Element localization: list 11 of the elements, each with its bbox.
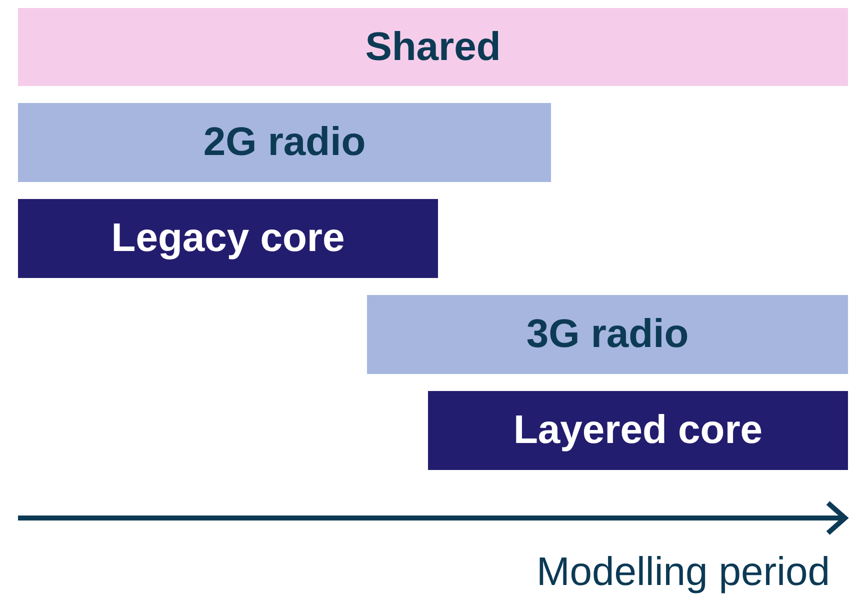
bar-label: Shared [365,24,501,70]
bar-label: 3G radio [526,312,689,357]
bar [18,103,551,182]
bar-label: 2G radio [203,120,366,165]
bar [18,199,438,278]
bar-label: Legacy core [111,216,345,261]
bar [428,391,848,470]
bar-label: Layered core [513,408,763,453]
bar [367,295,848,374]
axis-label: Modelling period [536,550,830,595]
bar [18,8,848,86]
